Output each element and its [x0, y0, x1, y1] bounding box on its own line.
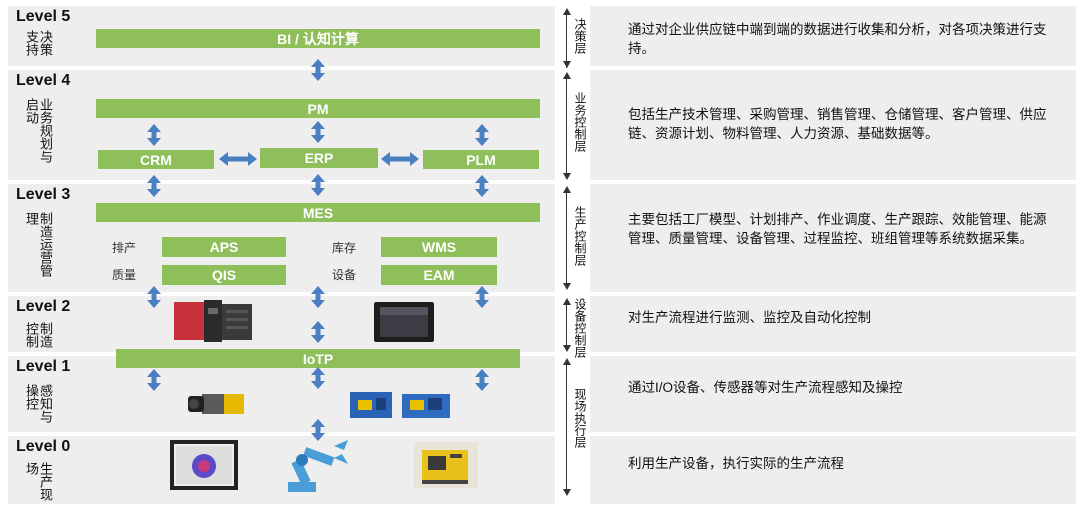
double-arrow-icon: [147, 286, 161, 308]
level4-description: 包括生产技术管理、采购管理、销售管理、仓储管理、客户管理、供应链、资源计划、物料…: [628, 107, 1047, 141]
kucun-label: 库存: [332, 241, 357, 255]
wms-bar: WMS: [381, 237, 497, 257]
double-arrow-icon: [311, 174, 325, 196]
crm-bar: CRM: [98, 150, 214, 169]
level1-band: [8, 356, 555, 432]
scope-line-field: [566, 360, 567, 494]
zhiliang-label: 质量: [112, 268, 137, 282]
level2-band: [8, 296, 555, 352]
level1-desc-band: [590, 356, 1076, 432]
level0-desc-band: [590, 436, 1076, 504]
robot-arm-image: [288, 440, 348, 492]
shebei-label: 设备: [332, 268, 357, 282]
scope-label-equipment: 设备控制层: [572, 298, 589, 358]
qis-bar: QIS: [162, 265, 286, 285]
level2-title: Level 2: [16, 298, 71, 315]
double-arrow-icon: [475, 286, 489, 308]
double-arrow-icon: [311, 321, 325, 343]
scope-label-business: 业务控制层: [572, 92, 589, 152]
level4-title: Level 4: [16, 72, 71, 89]
aps-bar: APS: [162, 237, 286, 257]
level0-side-label: 生产现场: [24, 462, 53, 501]
3d-printer-image: [170, 440, 238, 490]
scope-label-decision: 决策层: [572, 18, 589, 54]
scope-line-decision: [566, 10, 567, 68]
level4-side-label: 业务规划与启动: [24, 98, 53, 163]
double-arrow-icon: [475, 124, 489, 146]
level2-desc-band: [590, 296, 1076, 352]
scope-label-field: 现场执行层: [572, 388, 589, 448]
double-arrow-icon: [475, 369, 489, 391]
mes-bar: MES: [96, 203, 540, 222]
double-arrow-icon: [219, 152, 257, 166]
level3-desc-band: [590, 184, 1076, 292]
double-arrow-icon: [311, 121, 325, 143]
scope-line-business: [566, 74, 567, 178]
bi-bar: BI / 认知计算: [96, 29, 540, 48]
paichan-label: 排产: [112, 241, 137, 255]
level0-title: Level 0: [16, 438, 71, 455]
plc-controller-image: [174, 300, 252, 342]
level5-description: 通过对企业供应链中端到端的数据进行收集和分析，对各项决策进行支持。: [628, 22, 1047, 56]
erp-bar: ERP: [260, 148, 378, 168]
double-arrow-icon: [475, 175, 489, 197]
agv-cart-image: [414, 442, 478, 488]
level2-side-label: 制造控制: [24, 322, 53, 348]
level1-side-label: 感知与操控: [24, 384, 53, 423]
eam-bar: EAM: [381, 265, 497, 285]
barcode-scanner-image: [350, 392, 450, 418]
level3-description: 主要包括工厂模型、计划排产、作业调度、生产跟踪、效能管理、能源管理、质量管理、设…: [628, 212, 1047, 246]
scope-line-equipment: [566, 300, 567, 350]
double-arrow-icon: [147, 124, 161, 146]
hmi-panel-image: [374, 302, 434, 342]
level1-title: Level 1: [16, 358, 71, 375]
double-arrow-icon: [311, 59, 325, 81]
level5-desc-band: [590, 6, 1076, 66]
double-arrow-icon: [311, 367, 325, 389]
double-arrow-icon: [311, 286, 325, 308]
double-arrow-icon: [381, 152, 419, 166]
double-arrow-icon: [147, 175, 161, 197]
double-arrow-icon: [147, 369, 161, 391]
level3-side-label: 制造运营管理: [24, 212, 53, 277]
scope-line-production: [566, 188, 567, 288]
level2-description: 对生产流程进行监测、监控及自动化控制: [628, 310, 871, 325]
level5-title: Level 5: [16, 8, 71, 25]
iotp-bar: IoTP: [116, 349, 520, 368]
level4-desc-band: [590, 70, 1076, 180]
plm-bar: PLM: [423, 150, 539, 169]
industrial-camera-image: [188, 394, 244, 414]
scope-label-production: 生产控制层: [572, 206, 589, 266]
level1-description: 通过I/O设备、传感器等对生产流程感知及操控: [628, 380, 903, 395]
level5-side-label: 决策支持: [24, 30, 53, 56]
pm-bar: PM: [96, 99, 540, 118]
scope-arrowheads: [563, 8, 571, 496]
level3-title: Level 3: [16, 186, 71, 203]
level0-description: 利用生产设备，执行实际的生产流程: [628, 456, 844, 471]
